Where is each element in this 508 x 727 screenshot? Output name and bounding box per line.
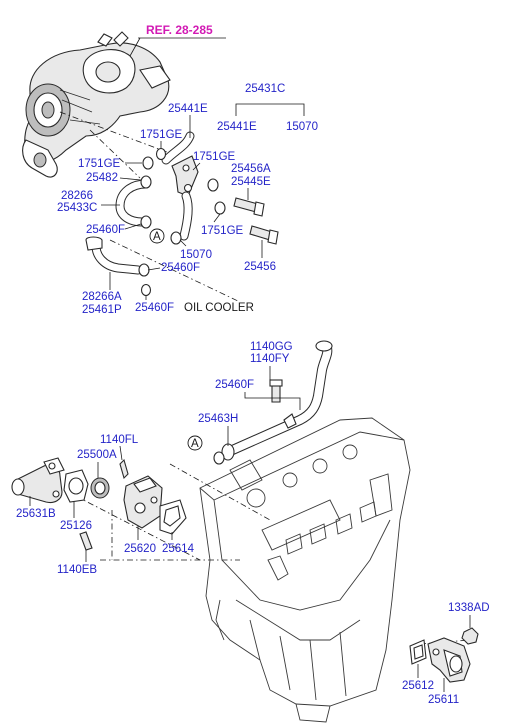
oil-cooler-label: OIL COOLER xyxy=(184,302,254,314)
thermostat-25500A[interactable] xyxy=(90,477,110,499)
label-28266: 28266 xyxy=(61,190,93,202)
label-1140GG: 1140GG xyxy=(250,341,293,353)
gasket-25612[interactable] xyxy=(409,639,427,665)
bolt-1140EB[interactable] xyxy=(79,531,93,551)
label-1140FY: 1140FY xyxy=(250,353,290,365)
eye-bolt-25456A[interactable] xyxy=(233,197,265,217)
label-28266A: 28266A xyxy=(82,291,122,303)
label-25456A: 25456A xyxy=(231,163,271,175)
label-1751GE-b: 1751GE xyxy=(78,158,121,170)
label-25441E-top: 25441E xyxy=(168,103,208,115)
label-1751GE-a: 1751GE xyxy=(140,129,183,141)
label-25612: 25612 xyxy=(402,680,434,692)
eye-bolt-25456[interactable] xyxy=(249,225,279,245)
label-15070-sub: 15070 xyxy=(286,121,318,133)
bolt-1140FL[interactable] xyxy=(119,458,129,480)
water-outlet-25611[interactable] xyxy=(427,637,471,683)
nut-1338AD[interactable] xyxy=(461,627,479,645)
turbocharger xyxy=(22,31,171,178)
ref-label[interactable]: REF. 28-285 xyxy=(146,23,213,37)
label-15070-b: 15070 xyxy=(180,249,212,261)
label-25433C: 25433C xyxy=(57,202,97,214)
label-25614: 25614 xyxy=(162,543,195,555)
label-25620: 25620 xyxy=(124,543,156,555)
label-25611: 25611 xyxy=(428,694,459,706)
engine-block xyxy=(199,417,411,723)
water-pipe[interactable] xyxy=(221,340,333,461)
callout-a-top[interactable]: A xyxy=(149,228,165,244)
washer-group-top[interactable] xyxy=(142,147,226,215)
label-1751GE-d: 1751GE xyxy=(201,225,244,237)
label-25460F-c: 25460F xyxy=(135,302,174,314)
label-25482: 25482 xyxy=(86,172,118,184)
label-25126: 25126 xyxy=(60,520,92,532)
svg-text:A: A xyxy=(153,231,161,243)
label-25445E: 25445E xyxy=(231,176,271,188)
label-25431C: 25431C xyxy=(245,83,285,95)
oil-return-hose[interactable] xyxy=(115,175,152,229)
label-25441E-sub: 25441E xyxy=(217,121,257,133)
label-25463H: 25463H xyxy=(198,413,238,425)
water-inlet-fitting-25631B[interactable] xyxy=(11,457,65,504)
label-25461P: 25461P xyxy=(82,304,122,316)
oil-feed-tube[interactable] xyxy=(161,131,199,241)
thermostat-housing-25620[interactable] xyxy=(123,475,163,529)
label-25460F-b: 25460F xyxy=(161,262,200,274)
callout-a-bottom[interactable]: A xyxy=(187,435,203,451)
clamp-25460F-c[interactable] xyxy=(140,283,152,297)
gasket-25614[interactable] xyxy=(159,499,187,535)
label-25456: 25456 xyxy=(244,261,276,273)
oil-return-hose-lower[interactable] xyxy=(85,236,150,277)
o-ring-25463H[interactable] xyxy=(213,451,225,465)
label-25631B: 25631B xyxy=(16,508,56,520)
label-1140FL: 1140FL xyxy=(100,434,139,446)
label-25460F-d: 25460F xyxy=(215,379,254,391)
label-1140EB: 1140EB xyxy=(57,564,97,576)
clamp-15070[interactable] xyxy=(170,231,182,245)
label-1751GE-c: 1751GE xyxy=(193,151,236,163)
label-25500A: 25500A xyxy=(77,449,117,461)
svg-text:A: A xyxy=(191,438,199,450)
bolt-1140GG[interactable] xyxy=(269,379,283,403)
label-1338AD: 1338AD xyxy=(448,602,490,614)
gasket-25126[interactable] xyxy=(63,469,89,503)
label-25460F-a: 25460F xyxy=(86,224,125,236)
